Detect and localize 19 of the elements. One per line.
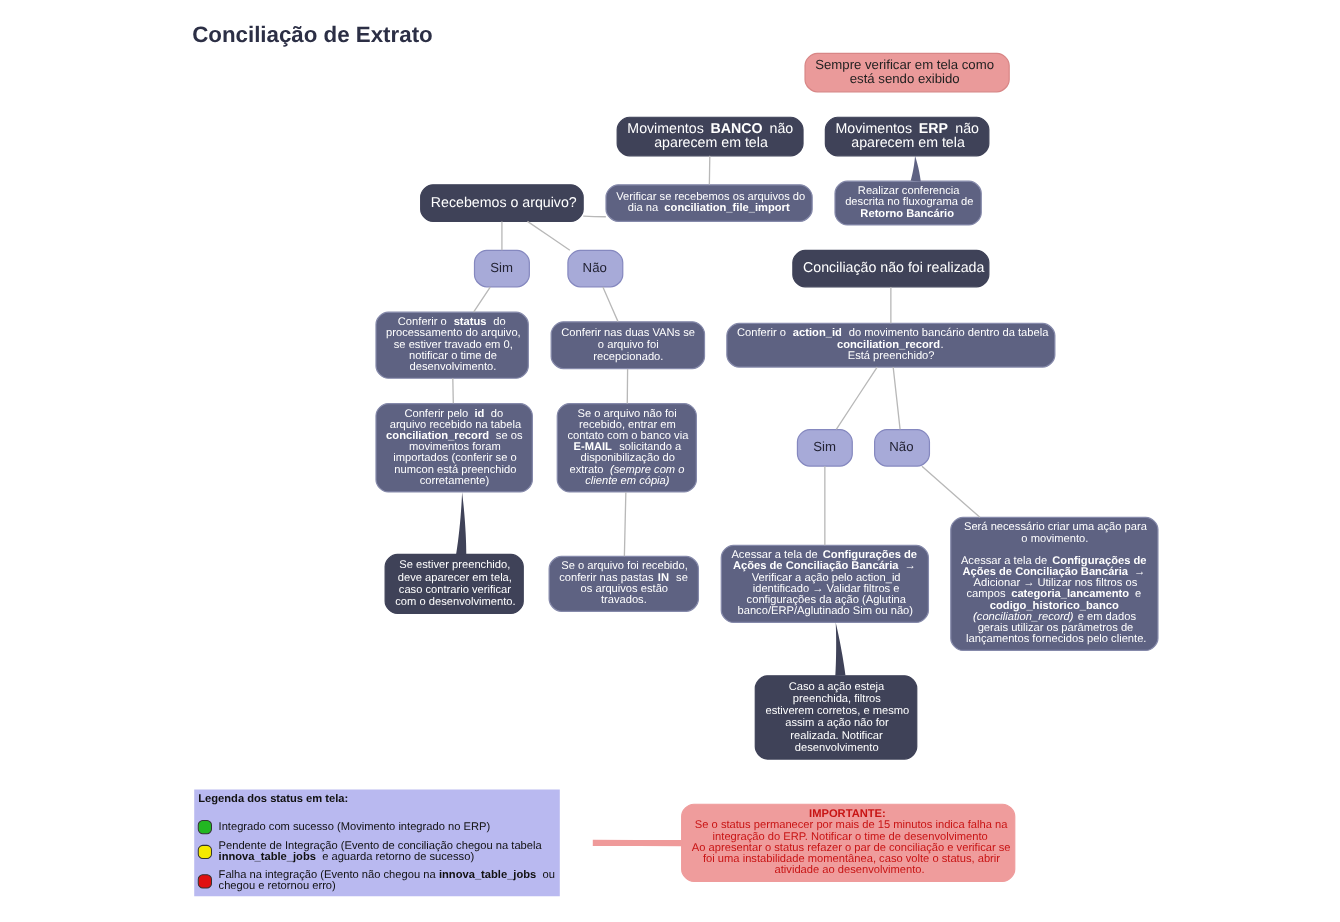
connector (920, 465, 980, 518)
connector (707, 155, 710, 185)
connector (834, 622, 845, 676)
connector (500, 220, 502, 251)
connector (909, 155, 920, 182)
connector (625, 368, 628, 405)
connector (451, 377, 453, 404)
connector (601, 286, 618, 323)
connector (525, 220, 570, 251)
connector (581, 215, 606, 218)
connector (823, 465, 825, 546)
connector (622, 491, 626, 557)
connector (889, 286, 891, 324)
connector (591, 839, 681, 847)
diagram-title: Conciliação de Extrato (191, 23, 432, 48)
connector (455, 492, 466, 555)
connector (471, 286, 491, 313)
connector (834, 366, 877, 430)
connector (891, 366, 900, 430)
